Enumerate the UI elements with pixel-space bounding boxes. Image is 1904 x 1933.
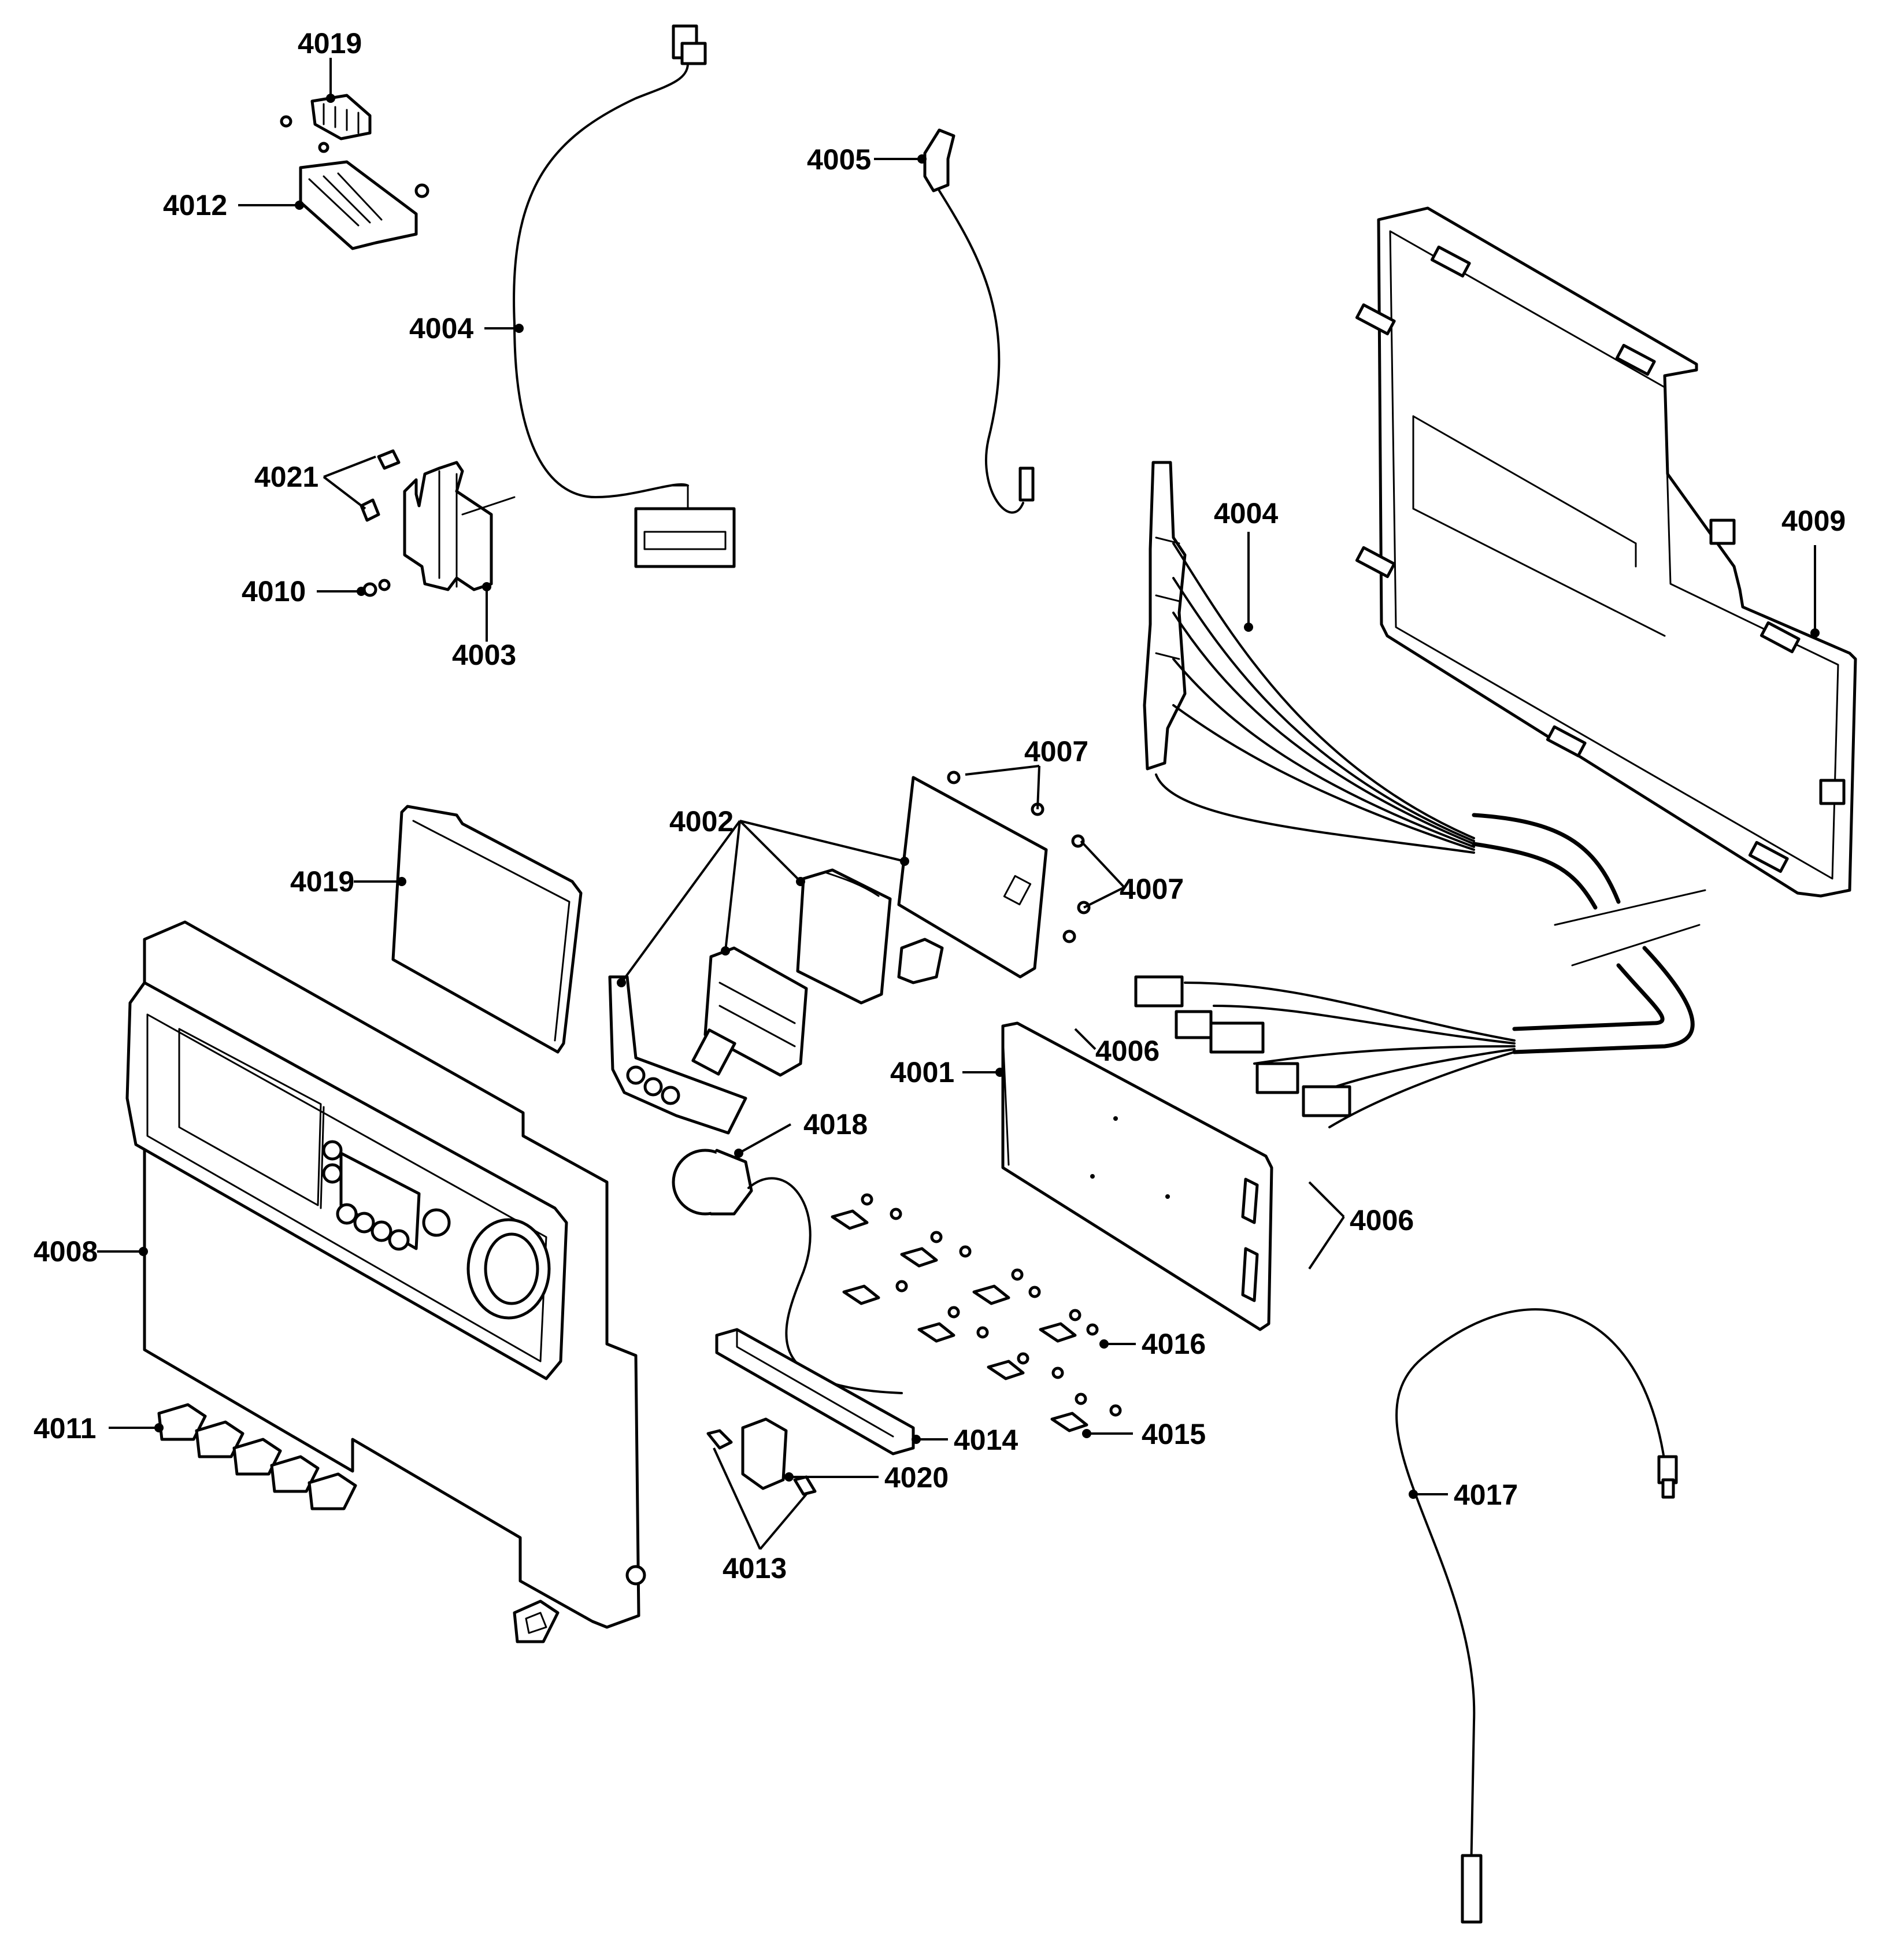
- part-4019-terminal-strip-top: [280, 94, 372, 153]
- callout-leaders: [97, 58, 1820, 1550]
- callout-4001: 4001: [890, 1056, 954, 1088]
- part-4012-terminal-block: [299, 160, 429, 250]
- callout-4010: 4010: [242, 575, 306, 608]
- part-4017-probe-sensor: [1395, 1308, 1678, 1924]
- callout-4002: 4002: [669, 805, 734, 838]
- part-4019-display-cover: [391, 805, 583, 1054]
- callout-4008: 4008: [34, 1235, 98, 1268]
- callout-4006-right: 4006: [1350, 1204, 1414, 1236]
- part-4014-terminal-bar: [715, 1328, 915, 1456]
- part-4002-control-boards: [608, 771, 1091, 1135]
- callout-4004-top: 4004: [409, 312, 473, 345]
- callout-4006-top: 4006: [1095, 1035, 1160, 1067]
- callout-4009: 4009: [1781, 505, 1846, 537]
- callout-labels: 4019 4012 4004 4005 4021 4010 4003 4004 …: [34, 27, 1846, 1584]
- part-4018-knob: [672, 1149, 903, 1394]
- callout-4013: 4013: [723, 1552, 787, 1584]
- callout-4007-right: 4007: [1120, 873, 1184, 905]
- callout-4005: 4005: [807, 143, 871, 176]
- callout-4015: 4015: [1142, 1418, 1206, 1450]
- part-4008-front-panel: [125, 920, 646, 1643]
- callout-4012: 4012: [163, 189, 227, 221]
- callout-4020: 4020: [884, 1461, 949, 1494]
- part-4004-sensor-cable: [513, 24, 736, 568]
- part-4016-cable-clamps: [831, 1193, 1122, 1432]
- callout-4003: 4003: [452, 639, 516, 671]
- part-4005-sensor: [923, 128, 1035, 514]
- part-4003-bracket: [360, 449, 516, 597]
- callout-4007-top: 4007: [1024, 735, 1088, 768]
- callout-4011: 4011: [34, 1412, 96, 1445]
- part-4020-connector: [706, 1417, 817, 1496]
- callout-4019-cover: 4019: [290, 865, 354, 898]
- callout-4014: 4014: [954, 1424, 1018, 1456]
- callout-4019-top: 4019: [298, 27, 362, 60]
- part-4004-wiring-harness: [1134, 461, 1706, 1128]
- callout-4018: 4018: [803, 1108, 868, 1140]
- callout-4017: 4017: [1454, 1479, 1518, 1511]
- callout-4021: 4021: [254, 461, 318, 493]
- callout-4016: 4016: [1142, 1328, 1206, 1360]
- callout-4004-harness: 4004: [1214, 497, 1278, 529]
- part-4011-button-caps: [157, 1403, 357, 1510]
- part-4001-main-board: [1001, 1021, 1273, 1331]
- part-4009-rear-cover: [1355, 206, 1857, 898]
